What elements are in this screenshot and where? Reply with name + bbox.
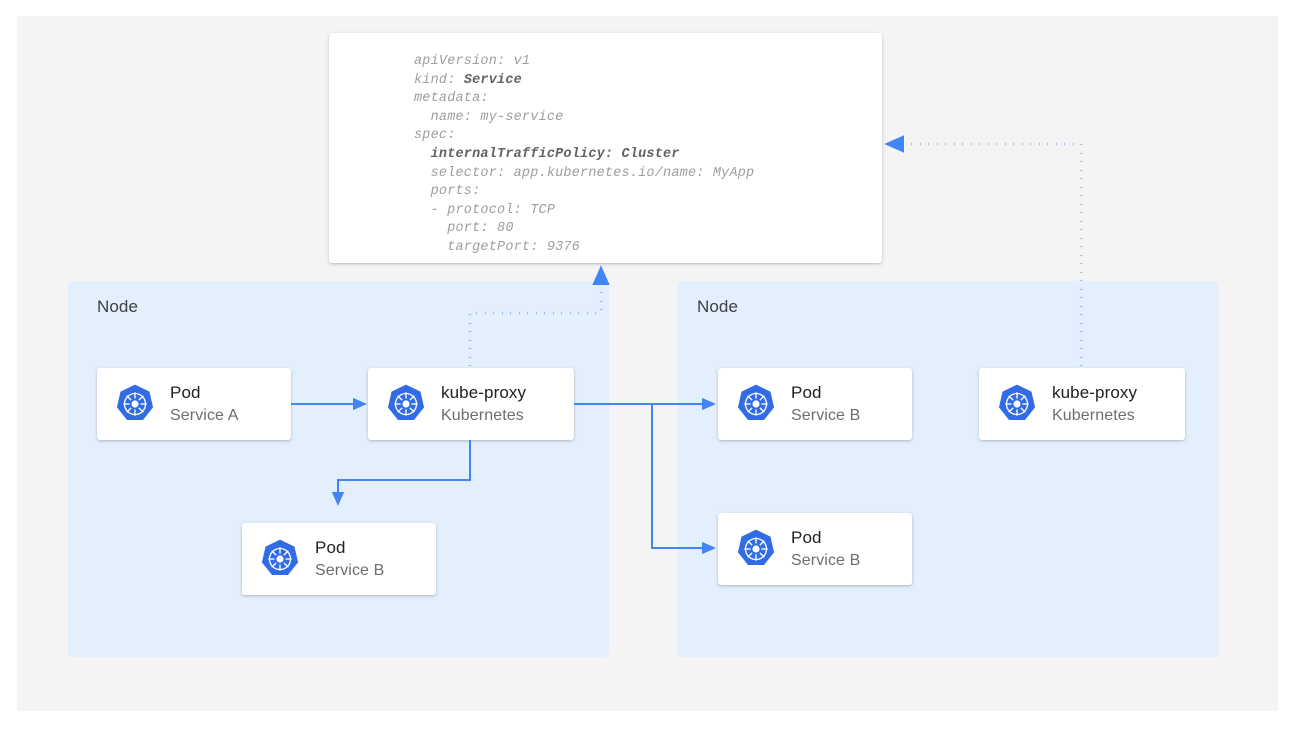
yaml-line-port: port: 80 bbox=[414, 221, 514, 237]
yaml-line-ports: ports: bbox=[414, 184, 481, 200]
node-box-right bbox=[678, 281, 1218, 657]
card-kube-proxy-left[interactable]: kube-proxy Kubernetes bbox=[368, 368, 574, 440]
service-yaml-manifest: apiVersion: v1 kind: Service metadata: n… bbox=[329, 33, 882, 263]
card-subtitle: Service B bbox=[791, 551, 861, 569]
card-pod-service-a[interactable]: Pod Service A bbox=[97, 368, 291, 440]
yaml-line-selector: selector: app.kubernetes.io/name: MyApp bbox=[414, 165, 755, 181]
yaml-line-targetport: targetPort: 9376 bbox=[414, 239, 581, 255]
yaml-line-metadata: metadata: bbox=[414, 91, 489, 107]
card-kube-proxy-right[interactable]: kube-proxy Kubernetes bbox=[979, 368, 1185, 440]
card-text: Pod Service B bbox=[791, 527, 860, 571]
card-subtitle: Service B bbox=[315, 561, 385, 579]
card-subtitle: Service A bbox=[170, 406, 239, 424]
card-text: kube-proxy Kubernetes bbox=[1052, 382, 1137, 426]
kubernetes-helm-logo-icon bbox=[737, 529, 775, 565]
diagram-canvas: Node Node apiVersion: v1 kind: Service m… bbox=[17, 16, 1278, 711]
card-subtitle: Service B bbox=[791, 406, 861, 424]
card-subtitle: Kubernetes bbox=[441, 406, 524, 424]
node-label-right: Node bbox=[697, 297, 739, 316]
kubernetes-helm-logo-icon bbox=[998, 384, 1036, 420]
yaml-line-kind: kind: Service bbox=[414, 72, 522, 88]
card-title: kube-proxy bbox=[1052, 382, 1138, 402]
yaml-code-block: apiVersion: v1 kind: Service metadata: n… bbox=[414, 53, 754, 258]
card-title: kube-proxy bbox=[441, 382, 527, 402]
card-text: Pod Service B bbox=[315, 537, 384, 581]
card-text: Pod Service A bbox=[170, 382, 239, 426]
node-label-left: Node bbox=[97, 297, 139, 316]
kubernetes-helm-logo-icon bbox=[116, 384, 154, 420]
card-text: Pod Service B bbox=[791, 382, 860, 426]
card-text: kube-proxy Kubernetes bbox=[441, 382, 526, 426]
yaml-line-name: name: my-service bbox=[414, 109, 564, 125]
card-title: Pod bbox=[170, 382, 201, 402]
yaml-line-apiversion: apiVersion: v1 bbox=[414, 54, 531, 69]
yaml-value-kind: Service bbox=[463, 72, 522, 88]
card-subtitle: Kubernetes bbox=[1052, 406, 1135, 424]
yaml-line-protocol: - protocol: TCP bbox=[414, 202, 556, 218]
card-pod-service-b-right-top[interactable]: Pod Service B bbox=[718, 368, 912, 440]
card-title: Pod bbox=[315, 537, 346, 557]
kubernetes-helm-logo-icon bbox=[387, 384, 425, 420]
card-pod-service-b-left[interactable]: Pod Service B bbox=[242, 523, 436, 595]
kubernetes-helm-logo-icon bbox=[261, 539, 299, 575]
card-pod-service-b-right-bottom[interactable]: Pod Service B bbox=[718, 513, 912, 585]
card-title: Pod bbox=[791, 527, 822, 547]
node-box-left bbox=[68, 281, 609, 657]
card-title: Pod bbox=[791, 382, 822, 402]
yaml-line-internal-traffic-policy: internalTrafficPolicy: Cluster bbox=[414, 146, 680, 162]
kubernetes-helm-logo-icon bbox=[737, 384, 775, 420]
yaml-line-spec: spec: bbox=[414, 128, 456, 144]
